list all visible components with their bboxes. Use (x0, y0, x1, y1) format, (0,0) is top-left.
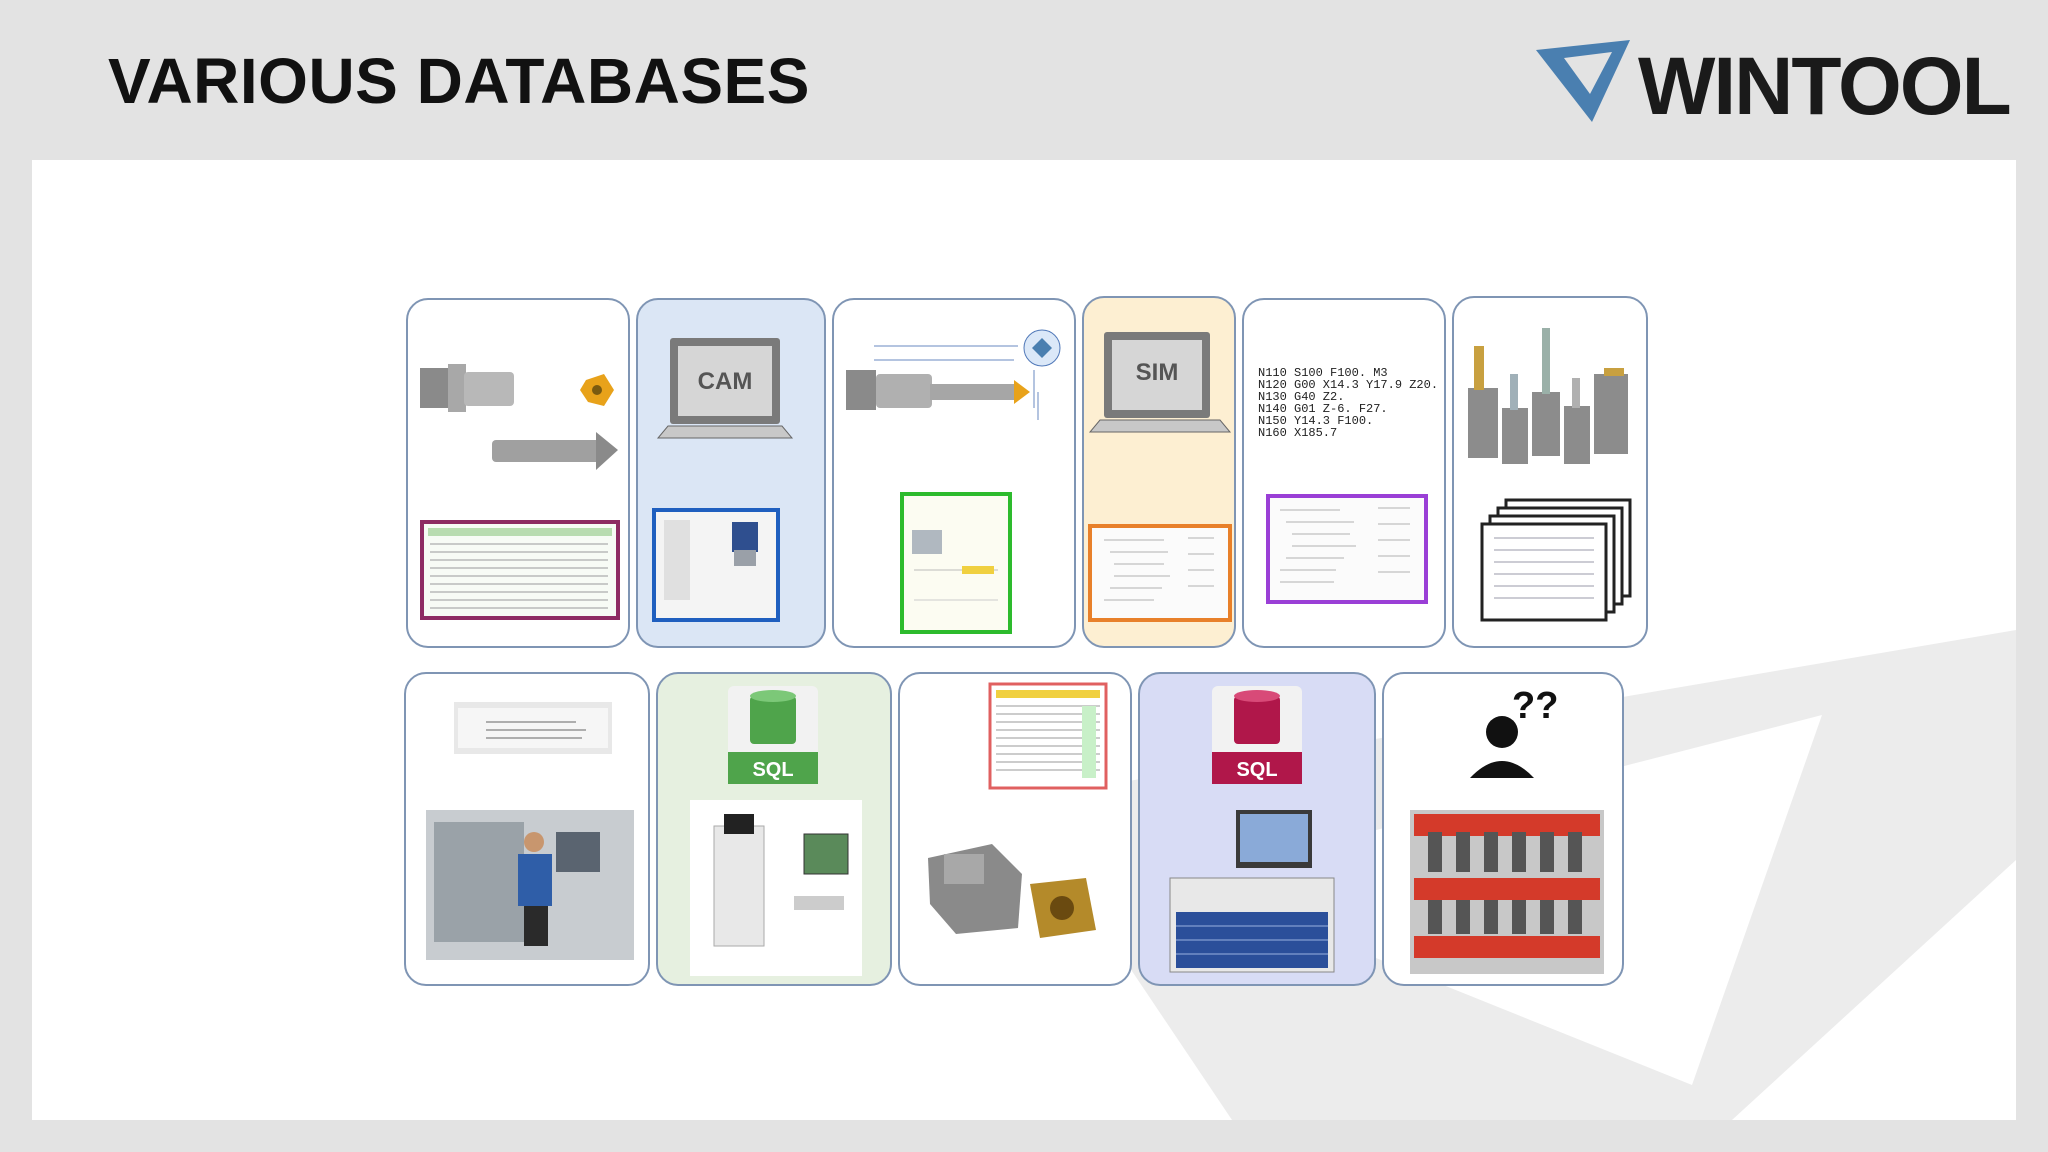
content-panel: CAM (32, 160, 2016, 1120)
slide-title: VARIOUS DATABASES (108, 45, 810, 117)
monitor-icon (656, 338, 794, 439)
card-sim: SIM (1082, 296, 1236, 648)
sql-label: SQL (752, 759, 793, 781)
tool-holder-icon (420, 364, 618, 470)
machine-operator-icon (426, 810, 634, 960)
nc-line: N150 Y14.3 F100. (1258, 414, 1373, 428)
database-icon (728, 686, 818, 784)
card-tool-drawing (832, 298, 1076, 648)
tool-rack-icon (1410, 810, 1604, 974)
card-machine-operator (404, 672, 650, 986)
tool-list-table (988, 682, 1108, 790)
sim-tree-view (1088, 524, 1232, 622)
insert-detail-icon (1023, 329, 1061, 367)
logo-triangle-icon (1536, 40, 1630, 122)
insert-icon (580, 374, 614, 406)
nc-code-block: N110 S100 F100. M3 N120 G00 X14.3 Y17.9 … (1258, 366, 1438, 440)
person-question-icon (1470, 716, 1534, 778)
database-icon (1212, 686, 1302, 784)
card-tool-components (406, 298, 630, 648)
cam-label: CAM (698, 368, 753, 395)
tool-holder-icon (846, 370, 1030, 410)
card-nc-program: N110 S100 F100. M3 N120 G00 X14.3 Y17.9 … (1242, 298, 1446, 648)
tool-label-strip (454, 702, 612, 754)
card-cam: CAM (636, 298, 826, 648)
tool-cabinet-icon (1169, 810, 1335, 973)
sql-label: SQL (1236, 759, 1277, 781)
card-tool-rack: ?? (1382, 672, 1624, 986)
monitor-icon (1088, 332, 1232, 433)
card-tool-list (898, 672, 1132, 986)
nc-line: N140 G01 Z-6. F27. (1258, 402, 1388, 416)
document-stack-icon (1480, 498, 1632, 622)
tool-list-table (420, 520, 620, 620)
wintool-logo: WINTOOL (1534, 36, 2012, 132)
nc-tree-view (1266, 494, 1428, 604)
nc-line: N120 G00 X14.3 Y17.9 Z20. (1258, 378, 1438, 392)
card-sql-cabinet: SQL (1138, 672, 1376, 986)
insert-icon (1030, 878, 1096, 938)
cam-screenshot (652, 508, 780, 622)
presetter-icon (690, 800, 862, 976)
tool-holder-icon (928, 844, 1022, 934)
question-glyph: ?? (1512, 685, 1558, 727)
logo-text: WINTOOL (1638, 41, 2012, 132)
card-tool-assemblies (1452, 296, 1648, 648)
card-sql-presetter: SQL (656, 672, 892, 986)
dimension-lines (874, 345, 1039, 420)
nc-line: N110 S100 F100. M3 (1258, 366, 1388, 380)
nc-line: N160 X185.7 (1258, 426, 1337, 440)
drawing-sheet (900, 492, 1012, 634)
nc-line: N130 G40 Z2. (1258, 390, 1344, 404)
tool-assembly-icon (1468, 328, 1628, 464)
sim-label: SIM (1136, 359, 1179, 386)
